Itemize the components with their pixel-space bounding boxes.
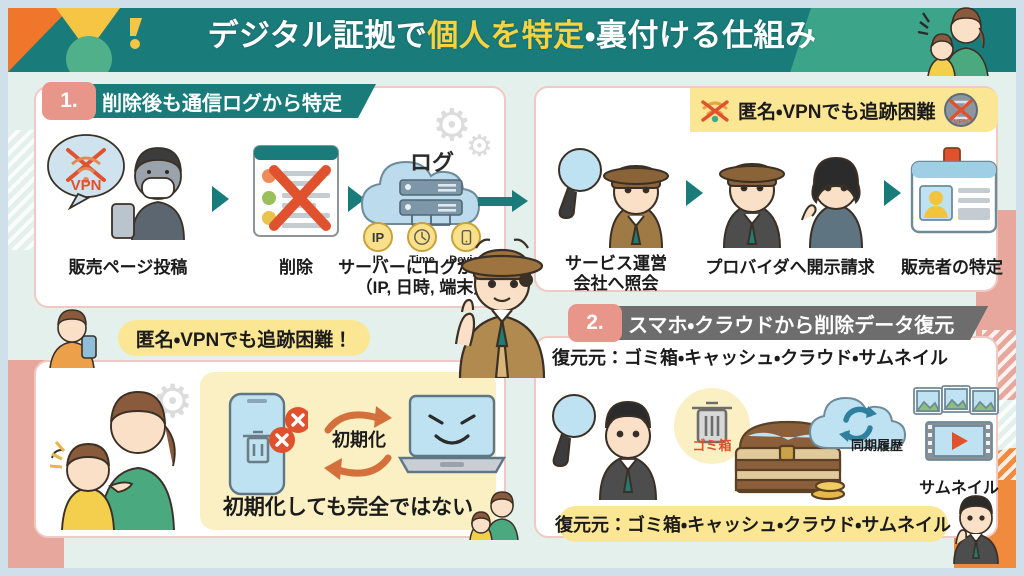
smartphone-trash-icon — [228, 392, 308, 496]
time-coin-icon — [407, 222, 437, 252]
mother-and-child-small-illustration — [469, 491, 519, 540]
flow-arrow-icon — [884, 180, 901, 206]
mother-and-child-illustration — [917, 7, 989, 76]
section2-banner: 復元元：ゴミ箱・キャッシュ・クラウド・サムネイル — [555, 506, 951, 542]
woman-with-phone-illustration — [49, 309, 97, 368]
investigator-magnifier-icon — [552, 394, 657, 500]
treasure-chest-icon — [734, 420, 846, 501]
section2-heading: スマホ・クラウドから削除データ復元 — [614, 306, 988, 340]
deleted-page-x-icon — [253, 145, 339, 237]
flow-arrow-icon — [212, 186, 229, 212]
sparkle-icon — [130, 18, 142, 49]
vpn-blocked-badge: VPN — [943, 93, 978, 127]
gear-icon: ⚙ — [432, 101, 472, 150]
id-card-icon — [910, 147, 998, 234]
section1b-caption: 初期化しても完全ではない — [222, 496, 474, 519]
right-step1-label: サービス運営 会社へ照会 — [565, 254, 667, 294]
flow-arrow-icon — [686, 180, 703, 206]
detective-pointing-up-illustration — [454, 238, 546, 378]
decor-green-circle — [66, 36, 112, 72]
right-vpn-banner-label: 匿名・VPNでも追跡困難 — [738, 101, 936, 123]
svg-text:VPN: VPN — [71, 177, 102, 194]
cloud-sync-label: 同期履歴 — [850, 438, 903, 453]
reset-cycle-icon — [324, 406, 392, 480]
section1-step2-label: 削除 — [279, 258, 313, 277]
page-title-part1: デジタル証拠で — [207, 17, 428, 53]
thumbnail-photos-icon — [913, 385, 999, 461]
gear-icon: ⚙ — [466, 130, 493, 163]
cloud-log-servers-icon — [360, 160, 481, 226]
crossed-wifi-icon — [701, 100, 729, 123]
right-step2-label: プロバイダへ開示請求 — [705, 258, 875, 277]
ip-coin-icon: IP — [363, 222, 393, 252]
page-header — [8, 8, 1016, 72]
cloud-sync-icon — [808, 396, 907, 449]
page-title-part2: ・裏付ける仕組み — [584, 17, 817, 53]
cloud-log-label: ログ — [409, 150, 454, 175]
trash-bin-icon — [674, 388, 750, 464]
section-transition-arrow-icon — [478, 190, 528, 212]
section2-number: 2. — [568, 304, 622, 342]
section1-step1-label: 販売ページ投稿 — [68, 258, 188, 277]
section2-ribbon: 2. スマホ・クラウドから削除データ復元 — [568, 304, 988, 342]
trash-bin-label: ゴミ箱 — [692, 438, 732, 453]
section1-heading: 削除後も通信ログから特定 — [88, 84, 376, 118]
right-step3-label: 販売者の特定 — [901, 258, 1003, 277]
detective-and-woman-icon — [719, 156, 863, 248]
detective-magnifier-icon — [558, 148, 669, 248]
right-vpn-banner: 匿名・VPNでも追跡困難 VPN — [690, 88, 998, 132]
svg-text:VPN: VPN — [953, 119, 967, 126]
section1-ribbon: 1. 削除後も通信ログから特定 — [42, 82, 376, 120]
person-with-phone-vpn-icon: VPN — [47, 134, 185, 240]
section1-number: 1. — [42, 82, 96, 120]
ip-coin-caption: IP — [372, 254, 384, 266]
mother-and-child-pointing-illustration — [49, 391, 176, 530]
section1-vpn-banner: 匿名・VPNでも追跡困難！ — [118, 320, 370, 356]
time-coin-caption: Time — [409, 254, 435, 266]
page-title: デジタル証拠で個人を特定・裏付ける仕組み — [0, 0, 1024, 64]
thumbnail-label: サムネイル — [919, 480, 999, 497]
businessman-pointing-illustration — [953, 495, 999, 564]
reset-label: 初期化 — [332, 430, 386, 450]
page-title-highlight: 個人を特定 — [427, 17, 585, 53]
smiling-laptop-icon — [397, 394, 507, 474]
section2-subheading: 復元元：ゴミ箱・キャッシュ・クラウド・サムネイル — [552, 348, 948, 368]
flow-arrow-icon — [348, 186, 365, 212]
